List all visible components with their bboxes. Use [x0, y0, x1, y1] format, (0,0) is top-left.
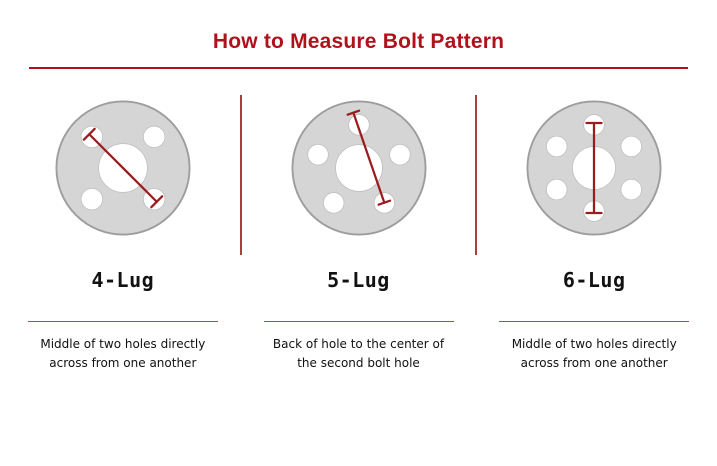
measurement-tick [376, 199, 391, 206]
column-5-lug: 5-Lug Back of hole to the center of the … [242, 91, 476, 373]
columns-row: 4-Lug Middle of two holes directly acros… [0, 91, 717, 373]
measurement-line [82, 127, 164, 209]
measurement-tick [346, 109, 360, 116]
column-4-lug: 4-Lug Middle of two holes directly acros… [6, 91, 240, 373]
bolt-hole [546, 178, 568, 201]
title-divider [29, 67, 688, 69]
measurement-line [346, 109, 391, 206]
hub-diagram-5-lug-icon [291, 100, 426, 236]
page-title: How to Measure Bolt Pattern [212, 30, 505, 53]
bolt-hole [546, 135, 568, 158]
bolt-pattern-infographic: How to Measure Bolt Pattern 4-Lug Middle… [0, 30, 717, 466]
bolt-hole [306, 144, 329, 166]
bolt-hole [620, 178, 643, 201]
lug-label-4: 4-Lug [91, 268, 155, 292]
column-divider [239, 95, 242, 255]
lug-label-5: 5-Lug [327, 268, 390, 292]
lug-description-5: Back of hole to the center of the second… [272, 337, 445, 371]
measurement-line [585, 121, 603, 215]
column-divider [475, 95, 478, 255]
bolt-hole [322, 192, 344, 214]
measurement-tick [150, 195, 164, 209]
bolt-hole [80, 187, 103, 211]
label-divider [27, 321, 218, 322]
label-divider [499, 321, 690, 322]
bolt-hole [388, 144, 411, 166]
bolt-hole [142, 125, 166, 149]
lug-description-6: Middle of two holes directly across from… [511, 337, 677, 371]
column-6-lug: 6-Lug Middle of two holes directly acros… [477, 91, 711, 373]
hub-diagram-4-lug-icon [55, 100, 191, 236]
lug-description-4: Middle of two holes directly across from… [40, 337, 206, 371]
measurement-tick [82, 127, 96, 141]
lug-label-6: 6-Lug [562, 268, 626, 292]
bolt-hole [620, 135, 643, 158]
label-divider [263, 321, 454, 322]
hub-diagram-6-lug-icon [526, 100, 662, 236]
center-bore [334, 144, 383, 192]
bolt-hole [347, 114, 370, 136]
